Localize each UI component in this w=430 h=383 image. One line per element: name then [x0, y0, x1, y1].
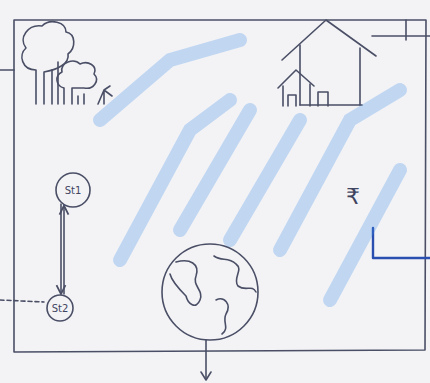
station-circle: St1 — [55, 172, 91, 208]
houses-drawing — [278, 20, 430, 106]
station-label: St2 — [52, 303, 69, 314]
globe-drawing — [162, 244, 258, 380]
flow-arrow — [60, 203, 62, 294]
station-circle: St2 — [46, 294, 74, 322]
flow-arrow — [63, 206, 65, 295]
frame-border — [14, 20, 426, 352]
trees-drawing — [22, 22, 112, 104]
tick-mark — [0, 69, 14, 71]
watermark-strokes — [100, 40, 400, 300]
currency-symbol: ₹ — [346, 184, 360, 209]
tick-mark — [0, 300, 44, 302]
wire-line — [373, 228, 430, 258]
station-label: St1 — [65, 185, 82, 196]
